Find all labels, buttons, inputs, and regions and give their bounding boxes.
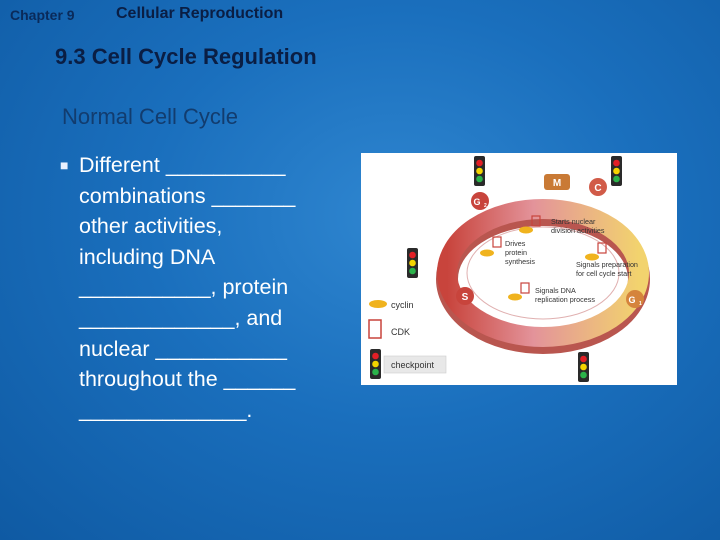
- bullet-line: combinations _______: [79, 183, 296, 208]
- c-phase-label: C: [594, 183, 601, 194]
- g2-phase-label: G: [473, 197, 480, 207]
- g1-phase-subscript: 1: [639, 301, 642, 307]
- label-cycle-start: for cell cycle start: [576, 269, 632, 278]
- m-phase-segment: [544, 174, 570, 190]
- cdk-marker: [531, 215, 541, 227]
- traffic-light-icon: [474, 156, 485, 186]
- bullet-line: _____________, and: [79, 305, 283, 330]
- s-phase-marker: [456, 287, 474, 305]
- s-phase-label: S: [462, 292, 469, 303]
- bullet-line: nuclear ___________: [79, 336, 288, 361]
- bullet-line: other activities,: [79, 214, 223, 239]
- g2-phase-marker: [471, 192, 489, 210]
- label-starts-nuclear: Starts nuclear: [551, 217, 596, 226]
- traffic-light-icon: [407, 248, 418, 278]
- chapter-label: Chapter 9: [10, 7, 75, 23]
- cyclin-marker: [508, 293, 522, 301]
- bullet-line: ___________, protein: [79, 275, 289, 300]
- cdk-legend-swatch: [368, 319, 382, 339]
- label-signals-dna: Signals DNA: [535, 286, 576, 295]
- legend-checkpoint: checkpoint: [391, 360, 435, 370]
- label-synthesis: synthesis: [505, 257, 535, 266]
- label-replication-process: replication process: [535, 295, 595, 304]
- m-phase-label: M: [553, 178, 561, 189]
- c-phase-segment: [589, 178, 607, 196]
- legend-cdk: CDK: [391, 327, 410, 337]
- bullet-text: ■ Different __________ combinations ____…: [60, 150, 360, 425]
- legend-cyclin: cyclin: [391, 300, 414, 310]
- bullet-icon: ■: [60, 157, 69, 173]
- bullet-line: including DNA: [79, 244, 216, 269]
- g1-phase-marker: [626, 290, 644, 308]
- cycle-ring: [437, 199, 649, 347]
- traffic-light-icon: [370, 349, 381, 379]
- slide-subtitle: Normal Cell Cycle: [62, 104, 239, 129]
- section-title: 9.3 Cell Cycle Regulation: [55, 44, 317, 69]
- label-signals-preparation: Signals preparation: [576, 260, 638, 269]
- cyclin-marker: [519, 226, 533, 234]
- traffic-light-icon: [611, 156, 622, 186]
- label-division-activities: division activities: [551, 226, 605, 235]
- bullet-line: throughout the ______: [79, 367, 296, 392]
- label-drives: Drives: [505, 239, 526, 248]
- cell-cycle-diagram: M C G 2 S G 1 Starts nuclear division ac…: [361, 153, 677, 385]
- bullet-line: ______________.: [79, 397, 253, 422]
- g1-phase-label: G: [628, 295, 635, 305]
- traffic-light-icon: [578, 352, 589, 382]
- cyclin-marker: [585, 253, 599, 261]
- g2-phase-subscript: 2: [484, 203, 487, 209]
- label-protein: protein: [505, 248, 527, 257]
- cdk-marker: [597, 242, 607, 254]
- unit-title: Cellular Reproduction: [116, 5, 284, 22]
- cyclin-marker: [480, 249, 494, 257]
- cdk-marker: [520, 282, 530, 294]
- cdk-marker: [492, 236, 502, 248]
- cyclin-legend-swatch: [369, 300, 387, 308]
- bullet-line: Different __________: [79, 153, 286, 177]
